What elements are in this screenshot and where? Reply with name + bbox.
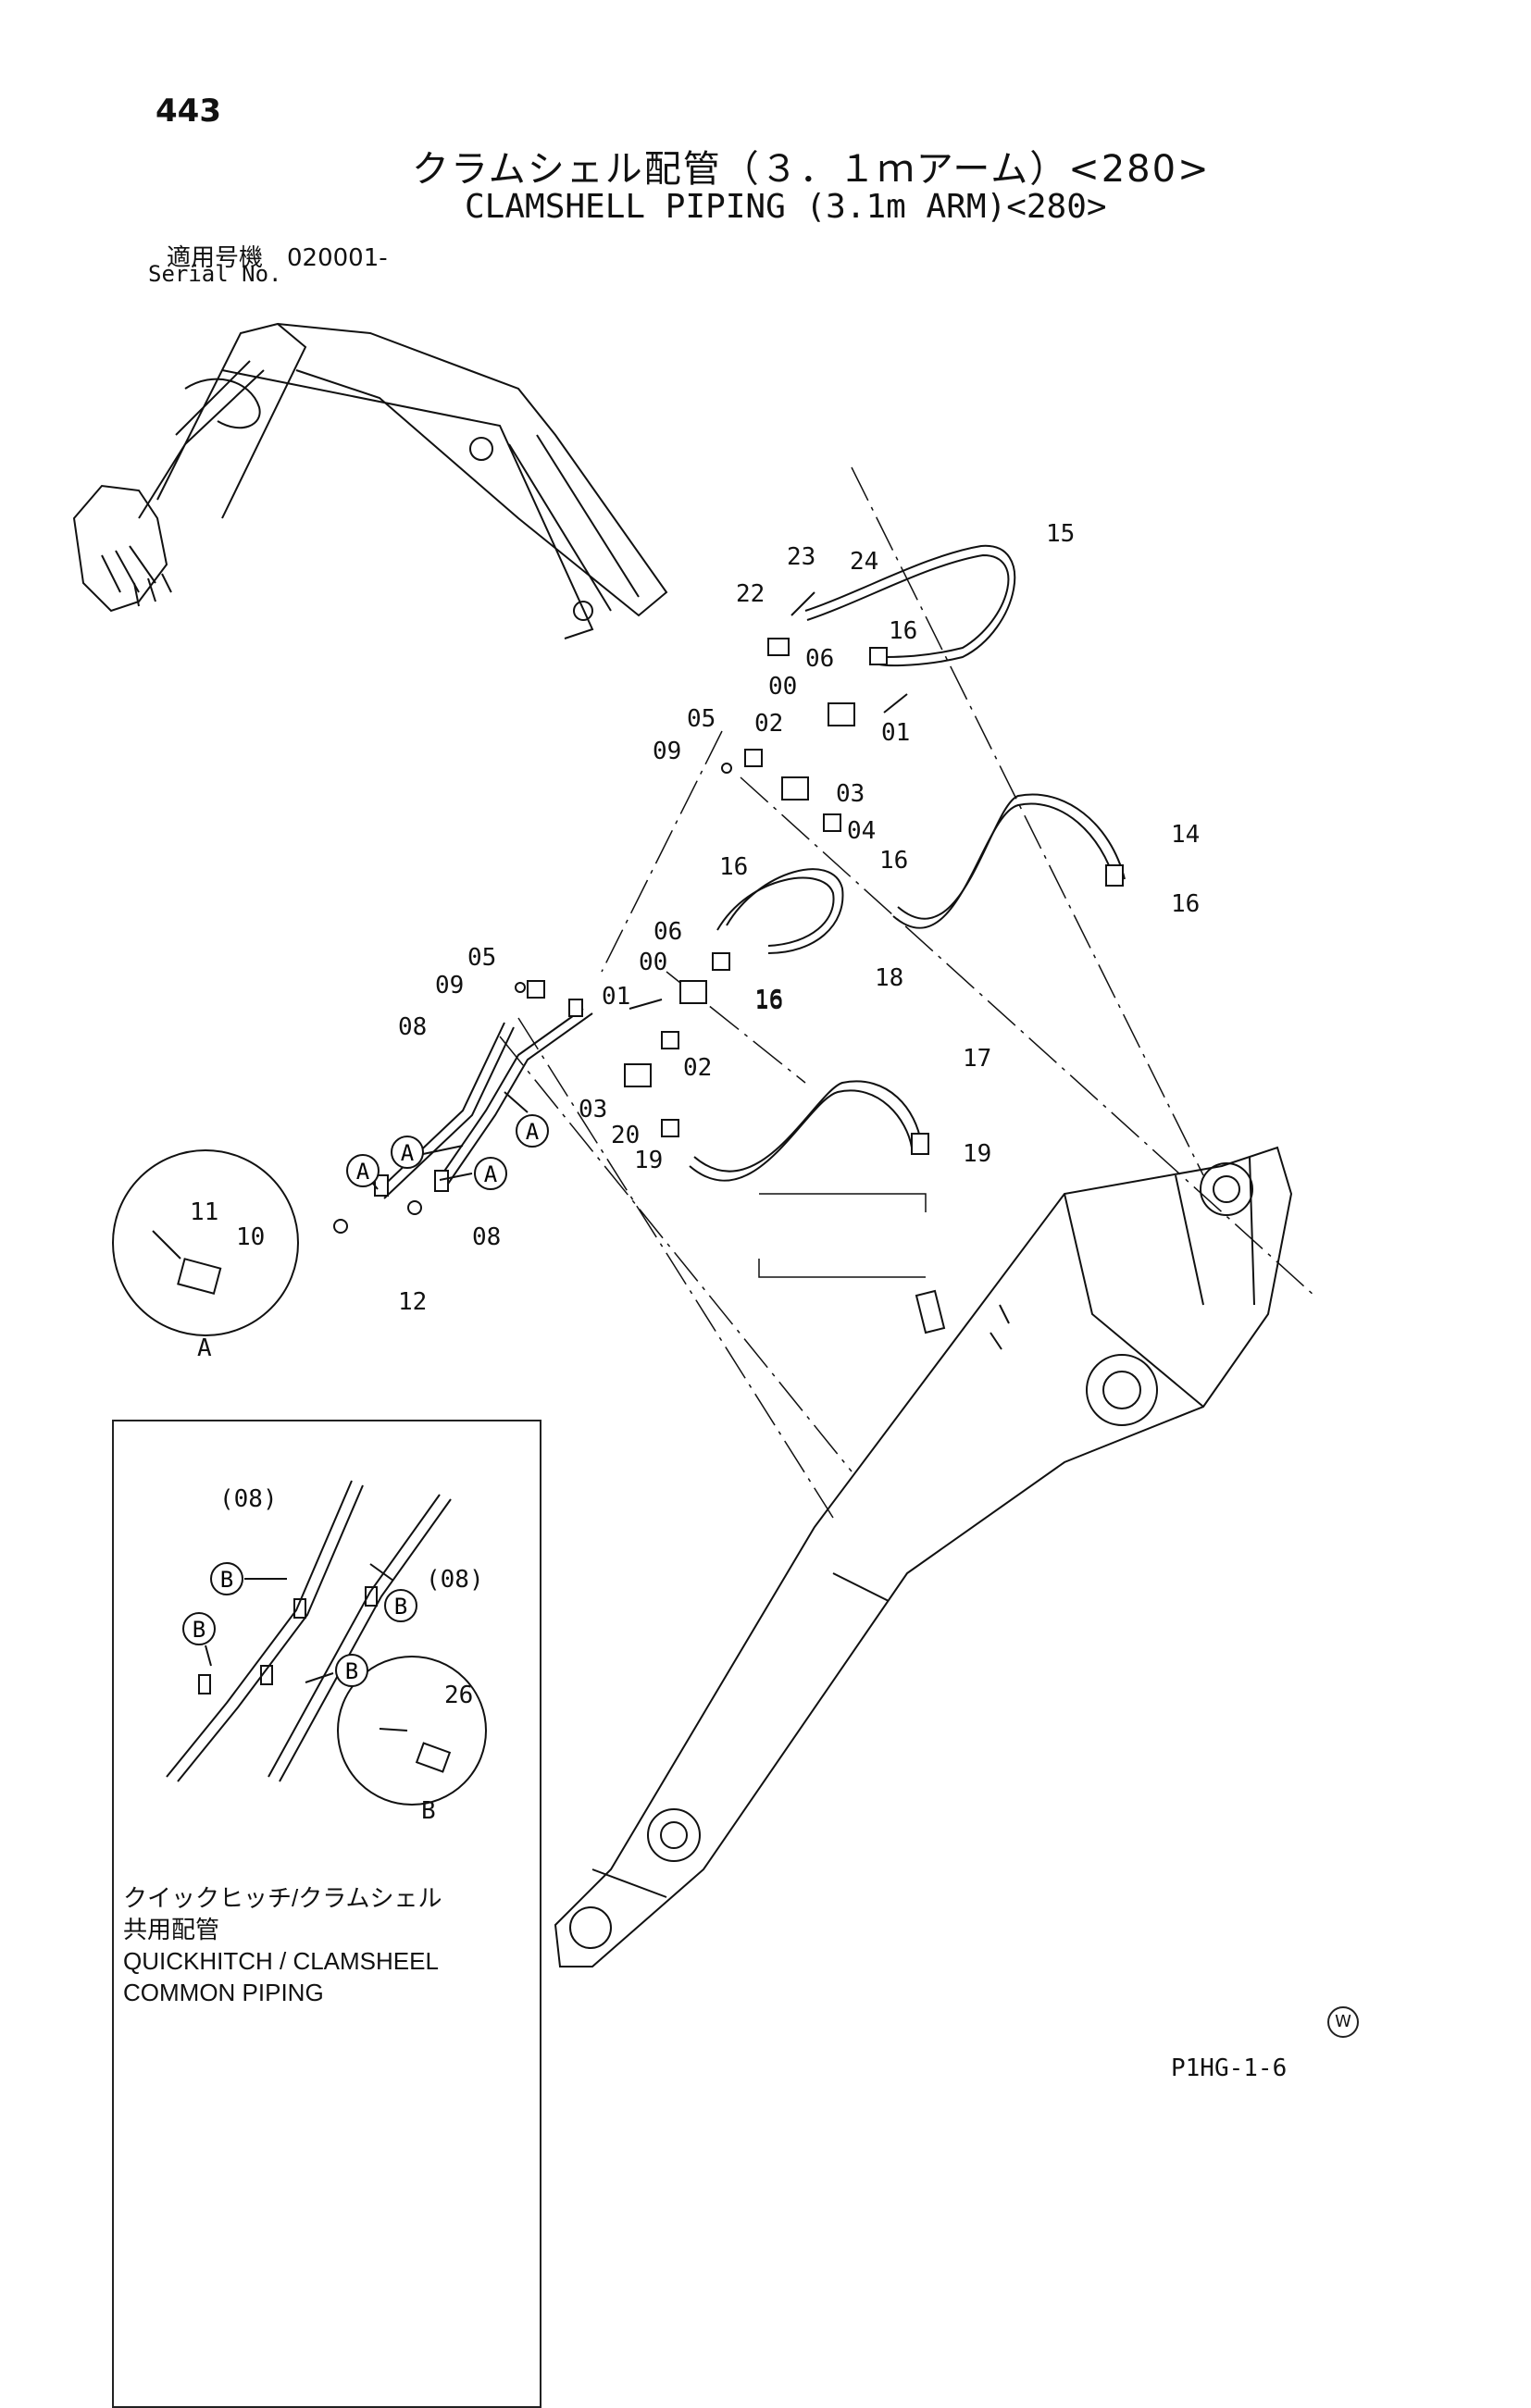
part-label-01a: 01 xyxy=(881,719,910,747)
part-label-16a: 16 xyxy=(889,617,917,645)
part-label-06b: 06 xyxy=(653,918,682,946)
svg-text:B: B xyxy=(220,1567,233,1593)
hose-17 xyxy=(689,1080,922,1182)
title-japanese: クラムシェル配管（３．１ｍアーム）<280> xyxy=(412,148,1211,191)
part-label-03a: 03 xyxy=(836,780,865,808)
callout-b-3: B xyxy=(335,1654,368,1687)
callout-b-2: B xyxy=(182,1612,216,1645)
part-label-08b: 08 xyxy=(472,1223,501,1251)
detail-a-label-10: 10 xyxy=(236,1223,265,1251)
part-label-19b: 19 xyxy=(963,1140,991,1168)
inset-label-b: B xyxy=(421,1797,436,1825)
svg-text:B: B xyxy=(345,1658,358,1684)
hose-15 xyxy=(804,544,1016,667)
svg-text:B: B xyxy=(193,1617,205,1643)
part-label-16c: 16 xyxy=(1171,890,1200,918)
inset-caption-jp-2: 共用配管 xyxy=(123,1916,220,1943)
part-label-02a: 02 xyxy=(754,710,783,738)
part-label-16b: 16 xyxy=(879,847,908,875)
callout-markers-a: A A A A xyxy=(346,1114,549,1190)
svg-text:A: A xyxy=(401,1140,415,1166)
inset-label-08-right: (08) xyxy=(426,1566,484,1594)
part-label-20: 20 xyxy=(611,1122,640,1149)
hose-18 xyxy=(716,868,844,954)
inset-label-08-left: (08) xyxy=(219,1485,278,1513)
callout-leaders xyxy=(205,1091,529,1683)
part-label-16e: 16 xyxy=(754,987,783,1015)
part-number-labels: 23 24 15 22 16 06 00 01 05 02 09 03 04 1… xyxy=(190,520,1200,1825)
page-number: 443 xyxy=(156,93,221,130)
svg-text:A: A xyxy=(526,1119,540,1145)
part-label-16d: 16 xyxy=(719,853,748,881)
serial-label-japanese: 適用号機 020001- xyxy=(167,244,388,272)
callout-b-4: B xyxy=(384,1589,417,1622)
svg-text:A: A xyxy=(484,1161,498,1187)
part-label-04: 04 xyxy=(847,817,876,845)
inset-caption-en-2: COMMON PIPING xyxy=(123,1979,324,2006)
svg-text:B: B xyxy=(394,1594,407,1620)
part-label-09a: 09 xyxy=(653,738,681,765)
part-label-19a: 19 xyxy=(634,1147,663,1174)
hose-14 xyxy=(892,793,1126,929)
callout-markers-b: B B B B xyxy=(182,1562,417,1687)
title-english: CLAMSHELL PIPING (3.1m ARM)<280> xyxy=(465,188,1107,226)
part-label-14: 14 xyxy=(1171,821,1200,849)
drawing-code: P1HG-1-6 xyxy=(1171,2054,1288,2082)
callout-a-1: A xyxy=(391,1136,424,1169)
part-label-12: 12 xyxy=(398,1288,427,1316)
part-label-22: 22 xyxy=(736,580,765,608)
part-label-09b: 09 xyxy=(435,972,464,999)
part-label-23: 23 xyxy=(787,543,815,571)
copyright-mark: W xyxy=(1327,2006,1359,2038)
part-label-06a: 06 xyxy=(805,645,834,673)
callout-a-3: A xyxy=(346,1154,380,1187)
parts-diagram: 23 24 15 22 16 06 00 01 05 02 09 03 04 1… xyxy=(72,322,1315,1967)
excavator-overview-drawing xyxy=(72,322,668,639)
detail-a-label-a: A xyxy=(197,1334,212,1362)
part-label-00a: 00 xyxy=(768,673,797,701)
part-label-17: 17 xyxy=(963,1045,991,1073)
part-label-05b: 05 xyxy=(467,944,496,972)
inset-caption-en-1: QUICKHITCH / CLAMSHEEL xyxy=(123,1947,439,1975)
part-label-02b: 02 xyxy=(683,1054,712,1082)
inset-caption-jp-1: クイックヒッチ/クラムシェル xyxy=(123,1884,442,1912)
callout-a-4: A xyxy=(474,1157,507,1190)
part-label-16f: 16 xyxy=(754,986,783,1013)
detail-a-label-11: 11 xyxy=(190,1198,218,1226)
callout-b-1: B xyxy=(210,1562,243,1595)
part-label-03b: 03 xyxy=(579,1096,607,1123)
part-label-05a: 05 xyxy=(687,705,716,733)
part-label-18: 18 xyxy=(875,964,903,992)
part-label-15: 15 xyxy=(1046,520,1075,548)
fittings xyxy=(374,638,1124,1197)
part-label-08a: 08 xyxy=(398,1013,427,1041)
part-label-24: 24 xyxy=(850,548,878,576)
part-label-00b: 00 xyxy=(639,949,667,976)
callout-a-2: A xyxy=(516,1114,549,1148)
inset-caption: クイックヒッチ/クラムシェル 共用配管 QUICKHITCH / CLAMSHE… xyxy=(123,1882,442,2008)
part-label-01b: 01 xyxy=(602,983,630,1011)
pipe-08 xyxy=(374,1008,593,1199)
serial-label-english: Serial No. xyxy=(148,261,282,287)
detail-a-circle xyxy=(112,1149,299,1336)
inset-label-26: 26 xyxy=(444,1682,473,1709)
svg-text:A: A xyxy=(356,1159,370,1185)
inset-pipes xyxy=(166,1480,487,1806)
arm-drawing xyxy=(554,1146,1293,1967)
bolts xyxy=(333,591,908,1234)
